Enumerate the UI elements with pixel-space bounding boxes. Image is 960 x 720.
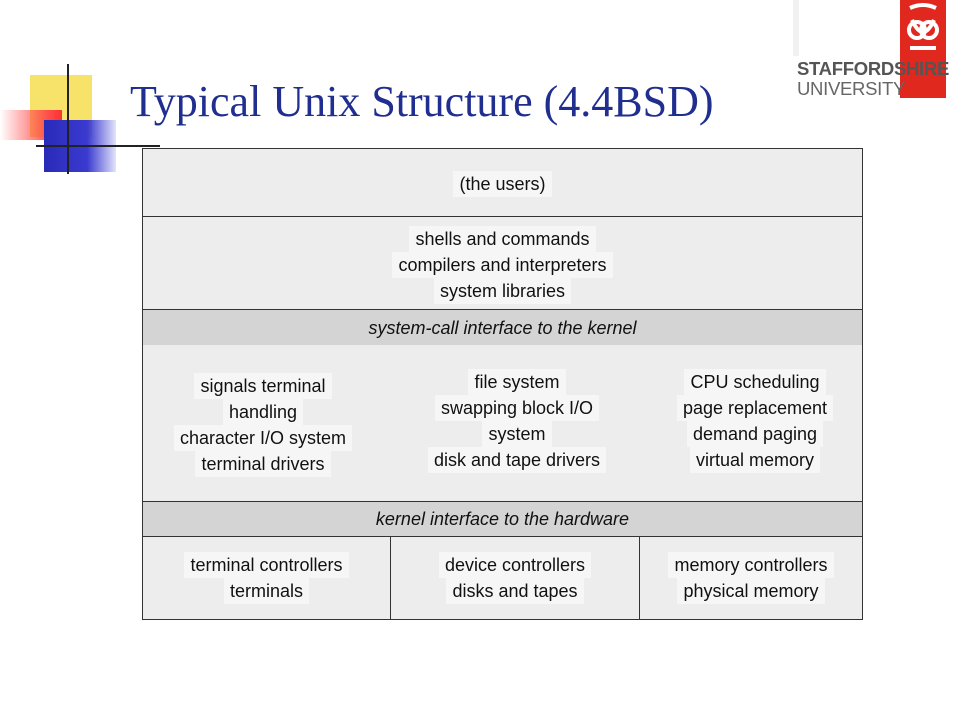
shell-line: system libraries xyxy=(433,278,572,304)
users-label: (the users) xyxy=(453,171,552,197)
controller-line: terminal controllers xyxy=(184,552,349,578)
syscall-interface-band: system-call interface to the kernel xyxy=(143,309,862,345)
decor-horizontal-line xyxy=(36,145,160,147)
controller-line: device controllers xyxy=(438,552,592,578)
kernel-column-terminal: signals terminal handling character I/O … xyxy=(153,373,373,477)
kernel-layer: signals terminal handling character I/O … xyxy=(143,345,862,501)
kernel-line: signals terminal xyxy=(194,373,332,399)
controller-terminal: terminal controllers terminals xyxy=(143,552,390,604)
logo-line1: STAFFORDSHIRE xyxy=(797,58,949,79)
kernel-line: terminal drivers xyxy=(195,451,331,477)
kernel-line: disk and tape drivers xyxy=(427,447,607,473)
hardware-interface-band: kernel interface to the hardware xyxy=(143,501,862,537)
controller-line: memory controllers xyxy=(668,552,834,578)
hardware-interface-label: kernel interface to the hardware xyxy=(375,509,630,529)
kernel-column-filesystem: file system swapping block I/O system di… xyxy=(405,369,629,473)
shell-line: shells and commands xyxy=(409,226,596,252)
syscall-interface-label: system-call interface to the kernel xyxy=(368,318,637,338)
shell-layer: shells and commands compilers and interp… xyxy=(143,217,862,309)
controller-line: disks and tapes xyxy=(446,578,584,604)
column-divider xyxy=(390,537,391,619)
unix-structure-diagram: (the users) shells and commands compiler… xyxy=(142,148,863,620)
controller-line: terminals xyxy=(223,578,310,604)
slide-title: Typical Unix Structure (4.4BSD) xyxy=(130,77,714,126)
kernel-line: handling xyxy=(222,399,304,425)
logo-side-bar xyxy=(793,0,799,56)
university-logo: STAFFORDSHIRE UNIVERSITY xyxy=(793,0,960,102)
shell-line: compilers and interpreters xyxy=(392,252,613,278)
controller-line: physical memory xyxy=(677,578,825,604)
kernel-line: CPU scheduling xyxy=(684,369,826,395)
knot-icon xyxy=(907,3,939,50)
controller-device: device controllers disks and tapes xyxy=(391,552,639,604)
kernel-line: character I/O system xyxy=(173,425,353,451)
kernel-line: virtual memory xyxy=(689,447,821,473)
users-layer: (the users) xyxy=(143,149,862,217)
logo-crest-icon xyxy=(900,0,946,98)
kernel-column-memory: CPU scheduling page replacement demand p… xyxy=(655,369,855,473)
kernel-line: system xyxy=(482,421,552,447)
controllers-layer: terminal controllers terminals device co… xyxy=(143,537,862,619)
decor-vertical-line xyxy=(67,64,69,174)
kernel-line: page replacement xyxy=(676,395,834,421)
kernel-line: swapping block I/O xyxy=(434,395,600,421)
logo-line2: UNIVERSITY xyxy=(797,78,906,99)
kernel-line: file system xyxy=(468,369,566,395)
kernel-line: demand paging xyxy=(686,421,824,447)
controller-memory: memory controllers physical memory xyxy=(640,552,862,604)
column-divider xyxy=(639,537,640,619)
